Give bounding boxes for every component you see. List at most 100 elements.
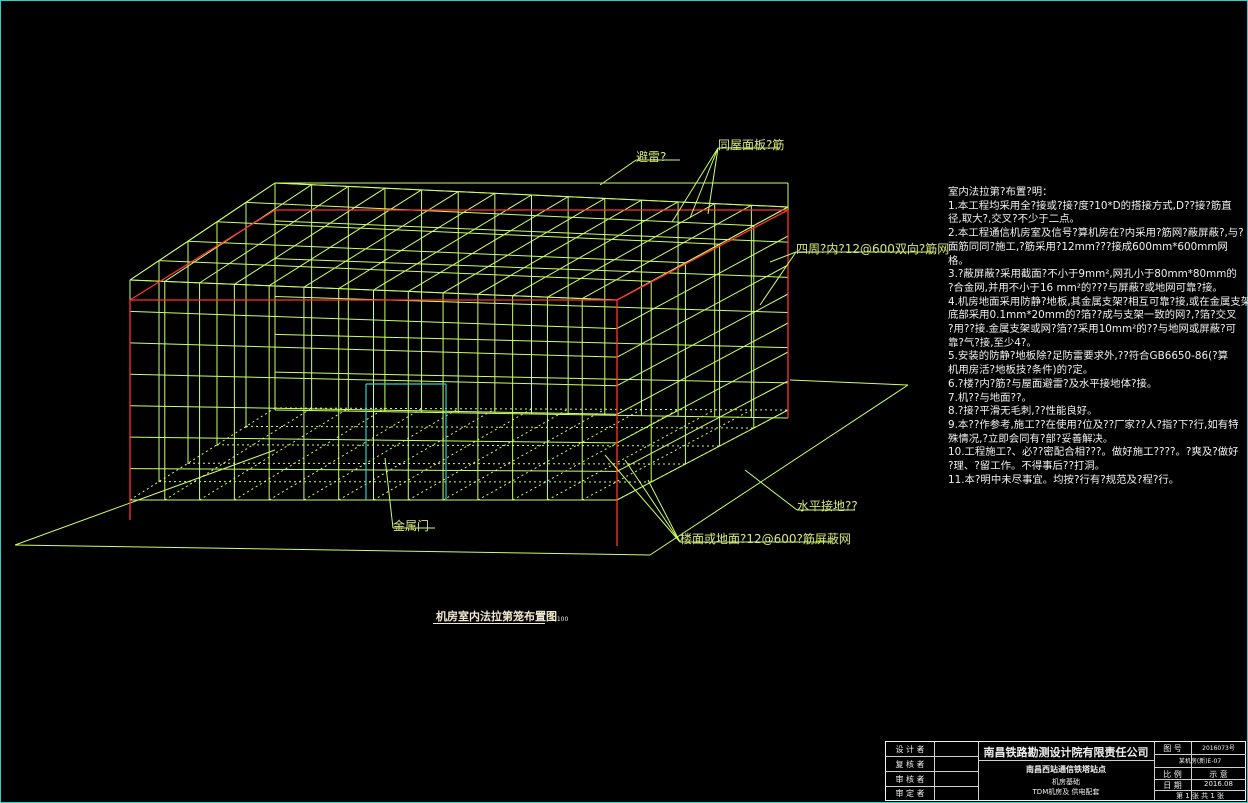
note-line: 3.?蔽屏蔽?采用截面?不小于9mm²,网孔小于80mm*80mm的 (948, 268, 1237, 281)
side-wall-mesh (616, 380, 789, 472)
floor-mesh-line (129, 407, 276, 501)
notes-heading: 室内法拉第?布置?明： (948, 186, 1053, 198)
roof-mesh (245, 201, 754, 227)
floor-mesh-line (234, 408, 386, 501)
side-wall-mesh (616, 235, 789, 330)
ground-edge (789, 379, 909, 386)
note-line: 机用房活?地板技?条件)的?定。 (948, 364, 1094, 377)
floor-mesh-line (477, 408, 642, 501)
roof-mesh (512, 201, 679, 297)
company-name: 南昌铁路勘测设计院有限责任公司 (983, 746, 1149, 759)
floor-mesh-line (581, 409, 752, 501)
note-line: 靠?气?接,至少4?。 (948, 336, 1037, 349)
floor-mesh-line (187, 462, 686, 465)
note-line: 1.本工程均采用全?接或?接?度?10*D的搭接方式,D??接?筋直 (948, 199, 1232, 212)
roof-mesh (129, 279, 618, 301)
cage-edge (616, 209, 789, 301)
roof-mesh (187, 240, 686, 264)
label-metal-door: 金属门 (393, 519, 430, 533)
side-wall-mesh (616, 322, 789, 415)
subtitle-1: 机房基础 (1052, 778, 1080, 786)
title-block: 设 计 者 复 核 者 审 核 者 审 定 者 南昌铁路勘测设计院有限责任公司 … (885, 741, 1246, 801)
roof-rim (129, 182, 276, 281)
note-line: 8.?接?平滑无毛刺,??性能良好。 (948, 405, 1098, 418)
field-date-label: 日 期 (1163, 781, 1182, 790)
roof-mesh (158, 260, 652, 282)
roof-mesh (547, 203, 715, 298)
floor-mesh-line (164, 407, 312, 501)
leader-line (744, 469, 798, 511)
ground-edge (649, 384, 909, 556)
roof-mesh (234, 187, 386, 285)
note-line: 底部采用0.1mm*20mm的?箔??成与支架一致的网?,?箔?交叉 (948, 309, 1237, 322)
leader-line (671, 147, 719, 223)
note-line: 格。 (948, 254, 969, 267)
front-wall-mesh (129, 310, 618, 330)
front-wall-mesh (129, 405, 618, 415)
side-wall-mesh (616, 264, 789, 358)
roof-mesh (268, 189, 422, 287)
floor-mesh-line (512, 409, 679, 501)
role-approver: 审 定 者 (895, 789, 925, 798)
project-name: 南昌西站通信铁塔站点 (1026, 765, 1106, 774)
ground-edge (129, 449, 276, 504)
note-line: 径,取大?,交叉?不少于二点。 (948, 213, 1080, 226)
leader-line (759, 251, 797, 306)
drawing-scale: 1:100 (551, 616, 569, 623)
metal-door-outline (365, 383, 447, 500)
floor-mesh-line (303, 408, 459, 501)
floor-mesh-line (547, 409, 715, 501)
floor-mesh-line (268, 408, 422, 501)
note-line: ?合金网,并用不小于16 mm²的???与屏蔽?或地网可靠?接。 (948, 281, 1223, 294)
ground-plane (14, 379, 909, 556)
leader-line (599, 159, 637, 186)
leader-line (604, 454, 681, 543)
cage-edge (129, 209, 276, 301)
title-underline (433, 623, 545, 624)
roof-mesh (199, 186, 349, 284)
date-value: 2016.08 (1204, 780, 1233, 788)
note-line: 面筋同同?施工,?筋采用?12mm???接成600mm*600mm网 (948, 240, 1228, 253)
ground-edge (14, 544, 651, 556)
field-ratio-label: 比 例 (1163, 770, 1182, 779)
leader-line (769, 251, 797, 263)
leader-line (384, 457, 394, 529)
note-line: 9.本??作参考,施工??在使用?位及??厂家??人?指?下?行,如有特 (948, 418, 1239, 431)
label-wall-mesh: 四周?内?12@600双向?筋网 (796, 242, 950, 256)
field-number-label: 图 号 (1163, 744, 1182, 753)
label-roof-rebar: 同屋面板?筋 (718, 138, 785, 152)
roof-mesh (442, 197, 606, 294)
leader-lines (384, 147, 935, 543)
mesh-grid (129, 182, 789, 501)
front-wall-mesh (129, 342, 618, 358)
roof-mesh (408, 196, 569, 292)
note-line: ?用??接.金属支架或网?箔??采用10mm²的??与地网或屏蔽?可 (948, 323, 1236, 336)
note-line: 10.工程施工?、必??密配合相???。做好施工????。?爽及?做好 (948, 446, 1239, 459)
floor-mesh-line (373, 408, 532, 501)
note-line: 5.安装的防静?地板除?足防雷要求外,??符合GB6650-86(?算 (948, 350, 1229, 363)
back-wall-mesh (274, 258, 789, 278)
role-designer: 设 计 者 (895, 745, 925, 754)
design-notes: 室内法拉第?布置?明： 1.本工程均采用全?接或?接?度?10*D的搭接方式,D… (948, 186, 1248, 488)
drawing-title: 机房室内法拉第笼布置图 (436, 610, 557, 623)
back-wall-mesh (274, 296, 789, 313)
note-line: 6.?楼?内?筋?与屋面避雷?及水平接地体?接。 (948, 377, 1158, 390)
front-wall-mesh (129, 373, 618, 387)
floor-mesh-line (442, 408, 606, 501)
ratio-value: 示 意 (1209, 770, 1228, 779)
label-floor-mesh: 楼面或地面?12@600?筋屏蔽网 (680, 532, 851, 546)
back-wall-mesh (274, 371, 789, 384)
note-line: 殊情况,?立即会同有?部?妥善解决。 (948, 432, 1114, 445)
roof-mesh (216, 221, 720, 245)
roof-mesh (274, 182, 789, 208)
cage-edges (129, 209, 789, 546)
label-horizontal-ground: 水平接地?? (797, 499, 858, 513)
back-wall-mesh (274, 333, 789, 349)
floor-mesh-line (199, 407, 349, 501)
role-reviewer: 审 核 者 (895, 775, 925, 784)
roof-mesh (373, 194, 532, 291)
notes-lines: 1.本工程均采用全?接或?接?度?10*D的搭接方式,D??接?筋直径,取大?,… (948, 199, 1248, 488)
floor-mesh-line (338, 408, 496, 501)
number-value-1: 2016073号 (1202, 745, 1235, 752)
